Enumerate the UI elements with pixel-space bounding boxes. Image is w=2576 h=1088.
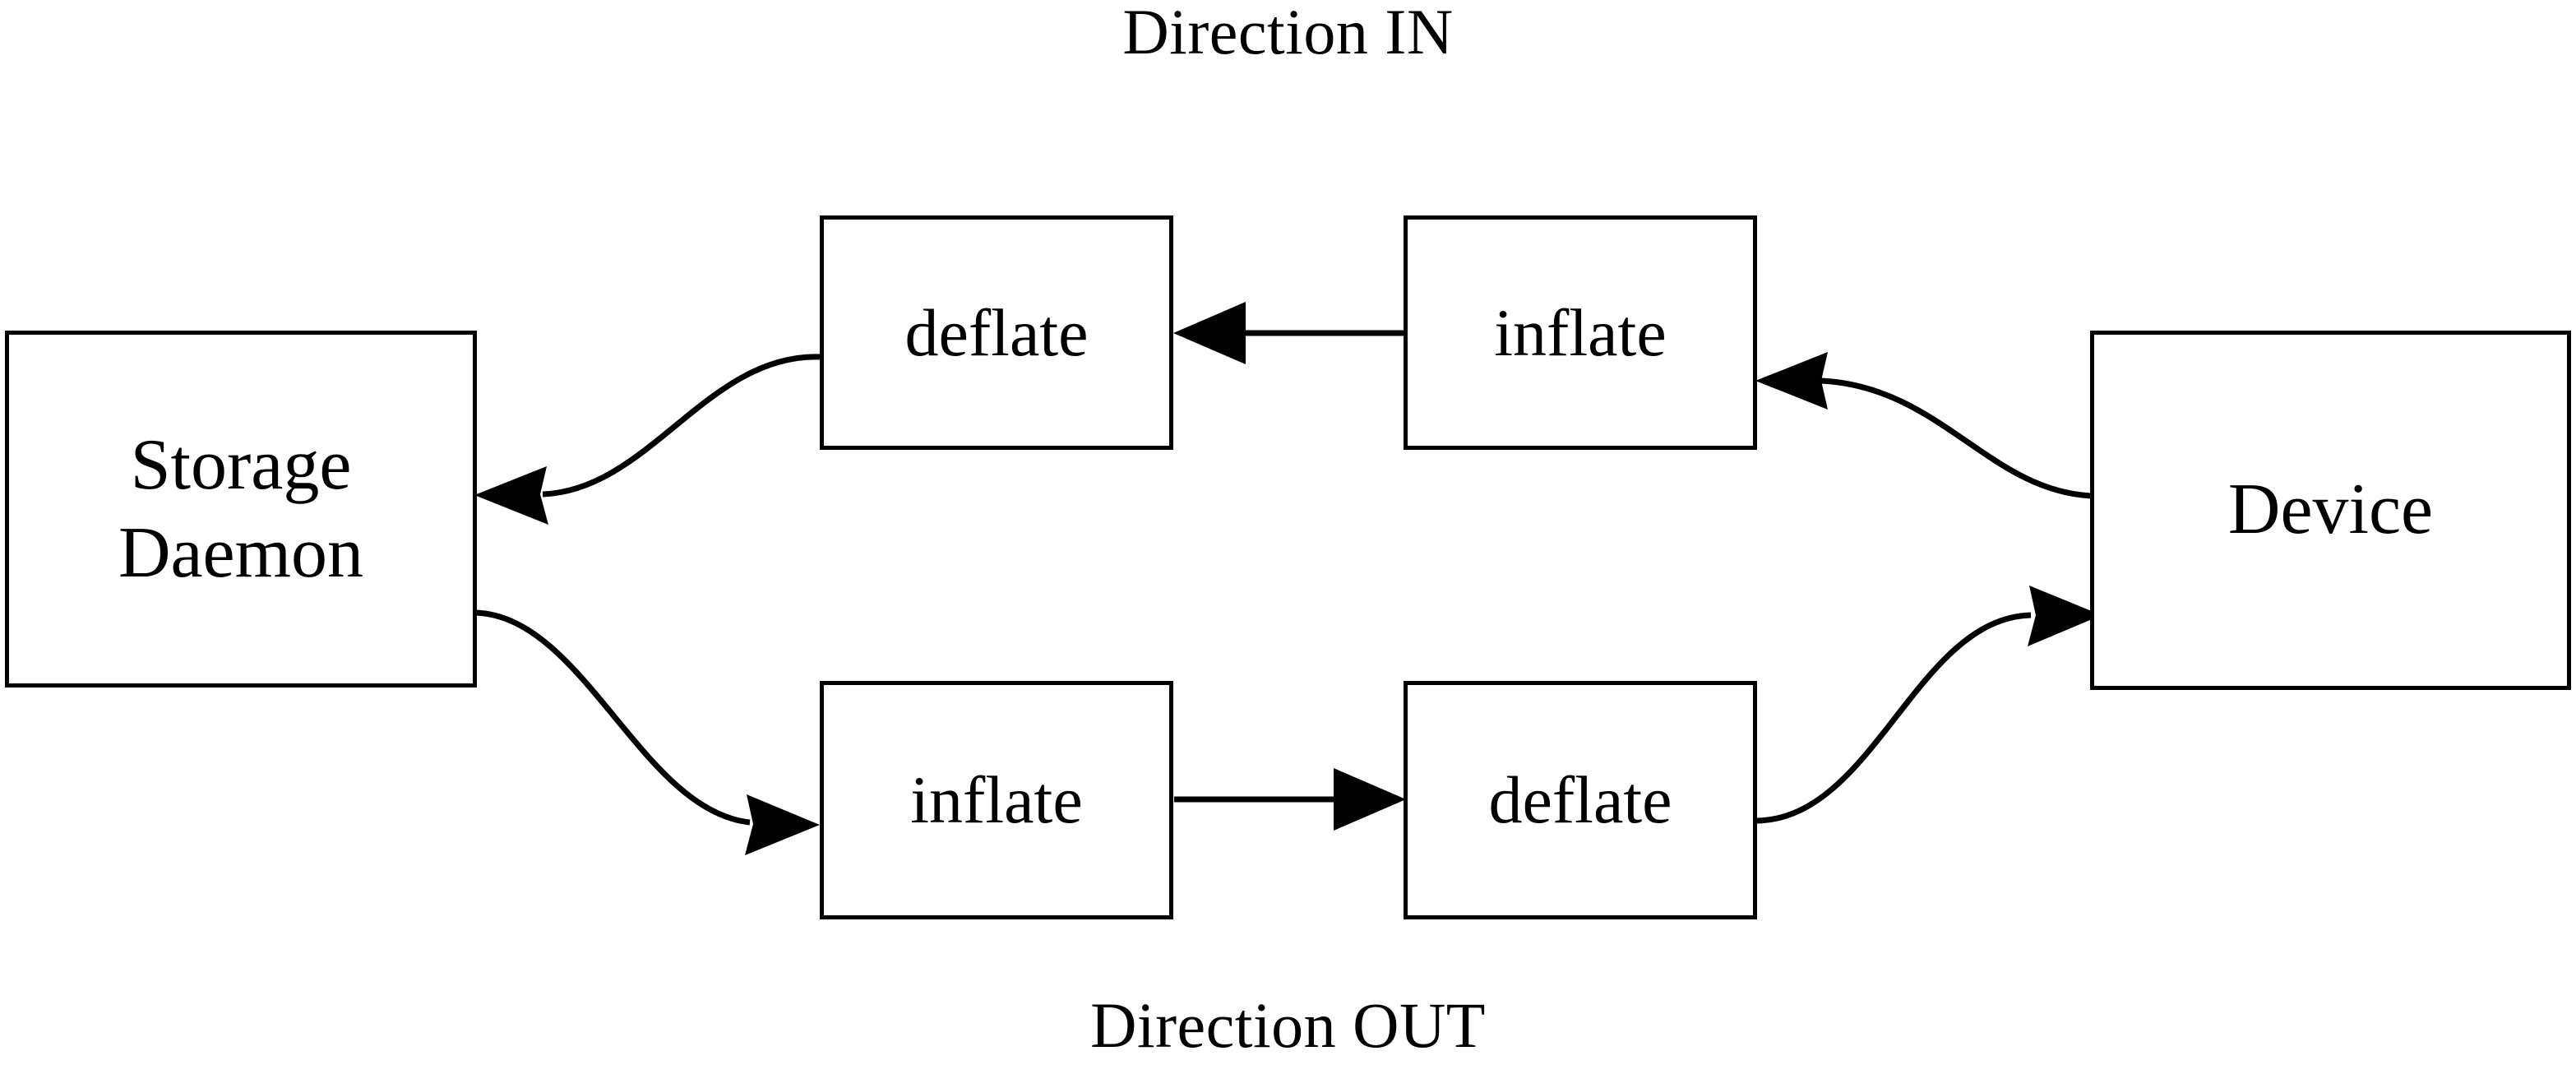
edge-deflate-in-to-storage-daemon-line <box>542 354 821 498</box>
node-inflate-out[interactable]: inflate <box>820 681 1173 919</box>
edge-inflate-out-to-deflate-out-arrowhead <box>1334 768 1406 831</box>
node-storage-daemon[interactable]: Storage Daemon <box>5 331 477 688</box>
node-deflate-in-label: deflate <box>904 294 1089 370</box>
edge-deflate-out-to-device <box>1756 586 2102 824</box>
diagram-title-direction-out: Direction OUT <box>1090 989 1486 1061</box>
node-deflate-in[interactable]: deflate <box>820 215 1173 450</box>
diagram-title-direction-in: Direction IN <box>1122 0 1454 67</box>
edge-deflate-out-to-device-arrowhead <box>2028 586 2102 646</box>
edge-storage-daemon-to-inflate-out-arrowhead <box>745 794 820 855</box>
edge-deflate-in-to-storage-daemon <box>474 354 821 525</box>
node-storage-daemon-label-line2: Daemon <box>118 513 364 593</box>
node-device-label: Device <box>2227 470 2434 550</box>
node-device[interactable]: Device <box>2090 331 2571 690</box>
edge-deflate-out-to-device-line <box>1756 612 2032 824</box>
edge-deflate-in-to-storage-daemon-arrowhead <box>474 466 548 525</box>
node-deflate-out[interactable]: deflate <box>1404 681 1757 919</box>
edge-inflate-out-to-deflate-out <box>1174 768 1406 831</box>
edge-device-to-inflate-in <box>1755 352 2093 499</box>
edge-device-to-inflate-in-arrowhead <box>1755 352 1828 410</box>
edge-device-to-inflate-in-line <box>1820 377 2093 499</box>
node-inflate-out-label: inflate <box>910 762 1083 838</box>
edge-inflate-in-to-deflate-in <box>1173 302 1404 364</box>
edge-storage-daemon-to-inflate-out <box>474 609 820 855</box>
node-deflate-out-label: deflate <box>1488 762 1672 838</box>
node-inflate-in-label: inflate <box>1494 294 1667 370</box>
node-storage-daemon-label-line1: Storage <box>130 424 352 505</box>
edge-inflate-in-to-deflate-in-arrowhead <box>1173 302 1246 364</box>
node-inflate-in[interactable]: inflate <box>1404 215 1757 450</box>
edge-storage-daemon-to-inflate-out-line <box>474 609 751 826</box>
